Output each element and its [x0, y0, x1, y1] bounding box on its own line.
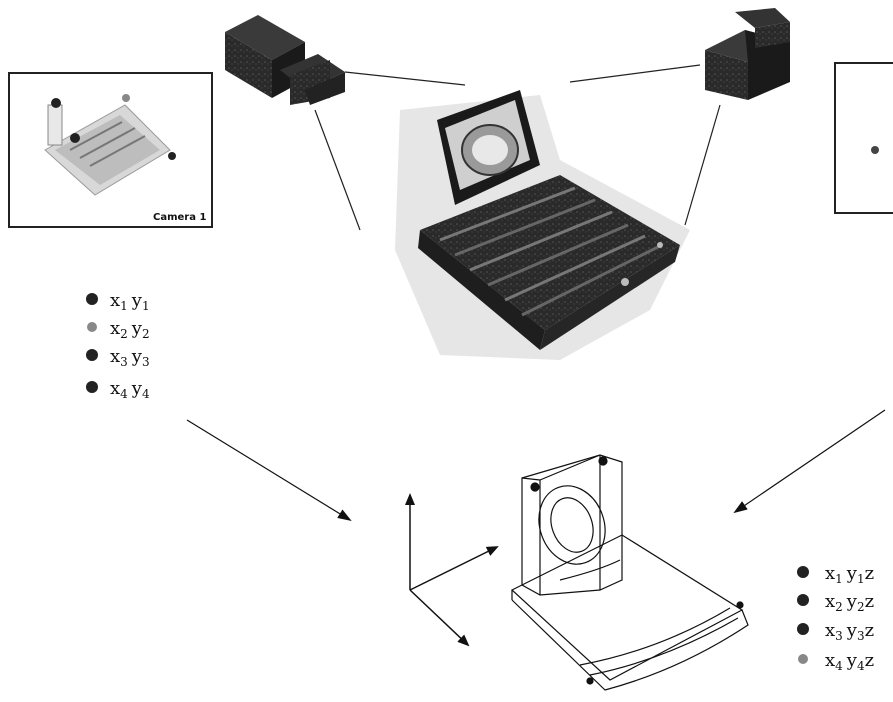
x-axis — [410, 590, 468, 645]
part-photo — [395, 90, 690, 360]
point-marker — [86, 381, 98, 393]
camera-1-label: Camera 1 — [153, 212, 206, 223]
point-z: z — [865, 563, 874, 584]
point-marker — [797, 566, 809, 578]
model-marker — [737, 602, 743, 608]
camera-2-frame — [835, 63, 893, 213]
point-x-sub: 1 — [120, 299, 128, 313]
point-x-sub: 4 — [120, 387, 128, 401]
point-x: x — [825, 650, 835, 671]
point-x-sub: 2 — [835, 600, 843, 614]
axes-3d — [410, 495, 497, 645]
marker-dot — [51, 98, 61, 108]
point-y-sub: 2 — [857, 600, 865, 614]
point-x: x — [110, 346, 120, 367]
convergence-arrows — [187, 410, 885, 520]
marker-dot — [871, 146, 879, 154]
point-y-sub: 2 — [142, 327, 150, 341]
camera-1-inset: Camera 1 — [9, 73, 212, 227]
point-x: x — [110, 290, 120, 311]
point-y-sub: 1 — [142, 299, 150, 313]
point-y-sub: 3 — [857, 629, 865, 643]
point-z: z — [865, 591, 874, 612]
point-y-sub: 3 — [142, 355, 150, 369]
point-marker — [86, 349, 98, 361]
point-x-sub: 1 — [835, 572, 843, 586]
point-x-sub: 3 — [835, 629, 843, 643]
marker-dot — [70, 133, 80, 143]
point-marker — [87, 322, 97, 332]
point-y-sub: 4 — [142, 387, 150, 401]
wireframe-model — [512, 455, 748, 690]
point-y-sub: 1 — [857, 572, 865, 586]
point-marker — [797, 623, 809, 635]
point-x: x — [825, 620, 835, 641]
model-marker — [599, 457, 607, 465]
model-marker — [531, 483, 539, 491]
marker-dot — [122, 94, 130, 102]
point-z: z — [865, 620, 874, 641]
marker-dot — [168, 152, 176, 160]
point-marker — [86, 293, 98, 305]
point-x-sub: 3 — [120, 355, 128, 369]
left-camera-icon — [225, 15, 345, 105]
point-x-sub: 2 — [120, 327, 128, 341]
point-marker — [798, 654, 808, 664]
camera-2-inset — [835, 63, 893, 213]
point-z: z — [865, 650, 874, 671]
y-axis — [410, 547, 497, 590]
point-x: x — [110, 378, 120, 399]
point-x: x — [825, 563, 835, 584]
point-x: x — [825, 591, 835, 612]
point-x-sub: 4 — [835, 659, 843, 673]
right-arrow — [735, 410, 885, 512]
left-arrow — [187, 420, 350, 520]
point-marker — [797, 594, 809, 606]
point-x: x — [110, 318, 120, 339]
right-camera-icon — [705, 8, 790, 100]
model-marker — [587, 678, 593, 684]
